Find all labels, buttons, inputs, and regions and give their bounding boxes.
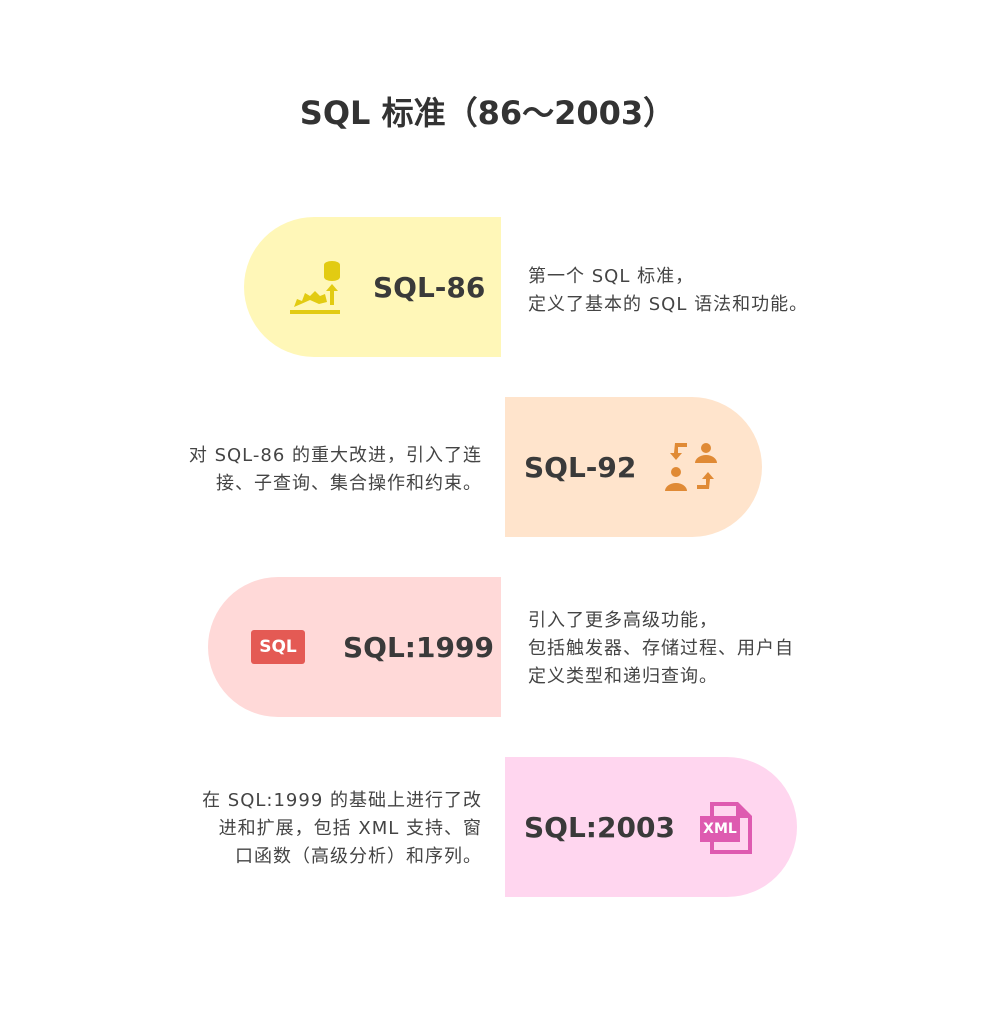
sql-2003-description: 在 SQL:1999 的基础上进行了改 进和扩展，包括 XML 支持、窗 口函数… xyxy=(202,787,482,871)
page-title: SQL 标准（86～2003） xyxy=(299,94,676,132)
desc-line: 进和扩展，包括 XML 支持、窗 xyxy=(218,818,482,839)
sql-86-card: SQL-86 xyxy=(244,217,501,357)
sql-2003-label: SQL:2003 xyxy=(524,810,675,844)
desc-line: 接、子查询、集合操作和约束。 xyxy=(216,473,482,494)
sql-86-description: 第一个 SQL 标准， 定义了基本的 SQL 语法和功能。 xyxy=(528,263,808,319)
desc-line: 第一个 SQL 标准， xyxy=(528,266,695,287)
desc-line: 包括触发器、存储过程、用户自 xyxy=(528,638,794,659)
desc-line: 定义类型和递归查询。 xyxy=(528,666,718,687)
database-growth-icon xyxy=(290,261,340,314)
sql-badge-icon: SQL xyxy=(251,630,305,664)
user-exchange-icon xyxy=(665,443,717,491)
sql-92-description: 对 SQL-86 的重大改进，引入了连 接、子查询、集合操作和约束。 xyxy=(189,442,482,498)
desc-line: 定义了基本的 SQL 语法和功能。 xyxy=(528,294,809,315)
xml-file-icon: XML xyxy=(700,800,756,856)
sql-1999-label: SQL:1999 xyxy=(343,630,494,664)
desc-line: 口函数（高级分析）和序列。 xyxy=(235,846,482,867)
sql-92-label: SQL-92 xyxy=(524,450,637,484)
desc-line: 引入了更多高级功能， xyxy=(528,610,718,631)
sql-86-label: SQL-86 xyxy=(373,270,486,304)
sql-92-card: SQL-92 xyxy=(505,397,762,537)
sql-1999-description: 引入了更多高级功能， 包括触发器、存储过程、用户自 定义类型和递归查询。 xyxy=(528,607,794,691)
sql-1999-card: SQL SQL:1999 xyxy=(208,577,501,717)
desc-line: 在 SQL:1999 的基础上进行了改 xyxy=(202,790,482,811)
sql-2003-card: SQL:2003 XML xyxy=(505,757,797,897)
desc-line: 对 SQL-86 的重大改进，引入了连 xyxy=(188,445,482,466)
xml-icon-text: XML xyxy=(703,821,737,837)
